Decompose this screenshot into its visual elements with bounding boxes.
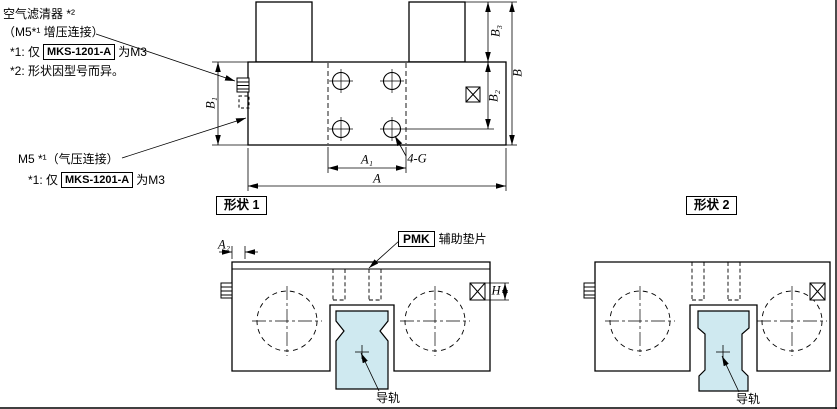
dim-a: A	[373, 171, 381, 186]
dim-b2: B₂	[486, 90, 501, 102]
note1-row: *1: 仅 MKS-1201-A 为M3	[10, 44, 147, 60]
air-filter-symbol	[236, 77, 250, 109]
rail2-leader	[721, 355, 740, 393]
pmk-callout: PMK 辅助垫片	[398, 230, 487, 247]
shape1-body	[231, 261, 491, 372]
pmk-badge: PMK	[398, 230, 435, 247]
top-block-left	[255, 1, 313, 63]
dim-a2: A₂	[218, 237, 230, 252]
shape2-port-symbol	[809, 282, 826, 301]
rail2-label: 导轨	[736, 392, 761, 406]
note3-prefix: *1: 仅	[28, 172, 59, 187]
air-filter-leader	[95, 33, 236, 82]
rail-profile-shape2	[697, 310, 750, 392]
annotation-leaders	[95, 33, 247, 159]
note1-prefix: *1: 仅	[10, 44, 41, 59]
boost-port-note: （M5*¹ 增压连接）	[3, 25, 104, 39]
dim-h: H	[491, 283, 501, 298]
dim-a1: A₁	[361, 152, 373, 167]
air-filter-note: 空气滤清器 *²	[3, 7, 76, 21]
model-code-badge: MKS-1201-A	[43, 44, 116, 60]
dim-b: B	[510, 69, 525, 77]
shape2-body	[594, 261, 831, 372]
h-dimension	[485, 282, 509, 301]
side-port-symbol	[465, 86, 481, 103]
shape1-port-symbol	[469, 282, 486, 301]
body-outline	[247, 61, 507, 146]
pressure-port-note: M5 *¹（气压连接）	[18, 152, 119, 166]
note1-suffix: 为M3	[118, 44, 147, 59]
rail1-label: 导轨	[376, 391, 401, 405]
top-block-right	[408, 1, 466, 63]
pmk-leader	[368, 240, 400, 269]
rail1-leader	[360, 352, 380, 392]
shape2-view	[583, 261, 831, 393]
hole-callout: 4-G	[407, 151, 427, 166]
dim-b1: B₁	[203, 97, 218, 109]
note3-suffix: 为M3	[136, 172, 165, 187]
pmk-description: 辅助垫片	[438, 232, 487, 246]
shape1-filter-symbol	[220, 282, 233, 299]
shape2-filter-symbol	[583, 282, 596, 299]
model-code-badge-2: MKS-1201-A	[61, 172, 134, 188]
shape1-view	[219, 240, 509, 392]
shape2-section-label: 形状 2	[686, 196, 738, 215]
dim-b3: B₃	[488, 25, 503, 37]
pressure-port-leader	[121, 117, 247, 159]
top-view-dimensions	[212, 1, 517, 191]
note3-row: *1: 仅 MKS-1201-A 为M3	[28, 172, 165, 188]
hole-callout-leader	[394, 135, 407, 157]
shape-varies-note: *2: 形状因型号而异。	[10, 64, 125, 78]
top-view	[236, 1, 507, 146]
a2-dimension	[219, 246, 258, 259]
shape1-section-label: 形状 1	[216, 196, 268, 215]
